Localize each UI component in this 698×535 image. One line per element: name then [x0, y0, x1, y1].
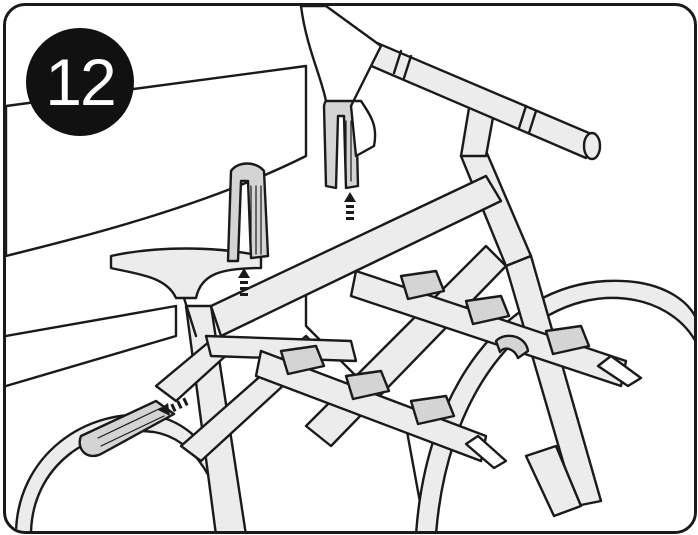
assembly-illustration — [6, 6, 694, 531]
hand — [299, 6, 383, 158]
dashed-left-arrow-icon — [158, 397, 189, 416]
rack-arm-upper — [349, 269, 628, 388]
bike-saddle — [109, 247, 263, 300]
rack-mast — [204, 334, 358, 363]
cradle-upper-1 — [399, 269, 446, 301]
step-number: 12 — [45, 45, 116, 119]
strap-detached — [78, 399, 176, 458]
dashed-up-arrow-icon — [344, 192, 356, 220]
dashed-up-arrow-icon — [238, 268, 250, 296]
cradle-lower-1 — [279, 344, 326, 376]
car-bumper — [6, 304, 178, 388]
strap-seat-tube — [226, 162, 270, 263]
cradle-upper-3 — [544, 324, 591, 356]
cradle-lower-2 — [344, 369, 391, 401]
rack-arm-lower — [254, 349, 488, 463]
step-number-badge: 12 — [26, 28, 134, 136]
cradle-upper-2 — [464, 294, 511, 326]
wheel-bracket — [524, 444, 583, 518]
cradle-lower-3 — [409, 394, 456, 426]
instruction-panel: 12 — [3, 3, 697, 534]
strap-down-tube — [494, 334, 530, 360]
bike-top-tube — [209, 174, 503, 338]
bike-fork — [504, 254, 603, 508]
